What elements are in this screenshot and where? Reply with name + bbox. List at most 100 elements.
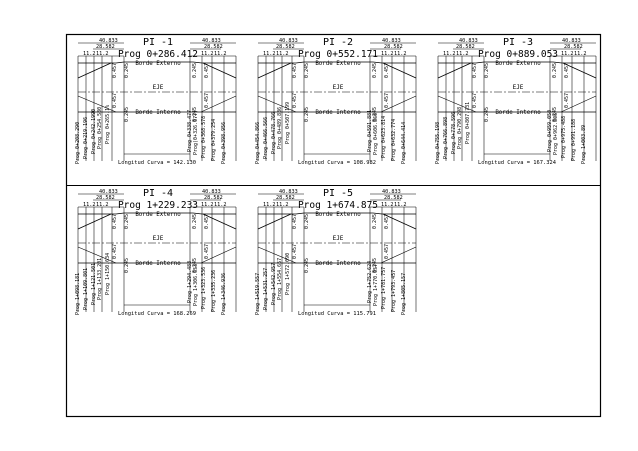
dim-sub-right-a: 11.2 [201,202,214,208]
station-prog-right: Prog 0+379.254 [211,119,217,161]
station-prog-right: Prog 0+959.050 [547,110,553,152]
dim-sub-left-a: 11.2 [263,51,276,57]
tick-lower-right: 0.245 [372,258,378,273]
dim-inner-right: 28.582 [384,195,403,201]
tick-lower-left: 0.245 [304,258,310,273]
label-borde-interno: Borde Interno [315,110,361,116]
tick-big-lr: 0.457 [384,93,390,108]
dim-sub-right-a: 11.2 [381,202,394,208]
label-eje: EJE [333,84,344,91]
station-prog-left: Prog 1+121.501 [91,263,97,305]
station-prog-left: Prog 1+542.957 [271,263,277,305]
station-prog-left: Prog 1+519.557 [255,273,261,315]
dim-sub-left-a: 11.2 [83,202,96,208]
station-prog-right: Prog 1+003.89 [581,125,587,164]
tick-lower-left: 0.245 [484,107,490,122]
curve-length-label: Longitud Curva = 115.791 [298,311,376,317]
dim-lines-right [190,193,236,208]
inner-edge-transition [257,246,417,264]
label-eje: EJE [513,84,524,91]
tick-lower-left: 0.245 [124,258,130,273]
label-borde-externo: Borde Externo [315,212,361,218]
dim-sub-left-b: 11.2 [276,202,289,208]
curve-length-label: Longitud Curva = 168.269 [118,311,196,317]
dim-outer-left: 40.833 [279,189,298,195]
inner-edge-transition [257,95,417,113]
dim-sub-right-b: 11.2 [574,51,587,57]
station-prog-right: Prog 0+338.477 [187,110,193,152]
station-prog-left: Prog 0+807.731 [465,102,471,144]
station-prog-right: Prog 1+805.157 [401,273,407,315]
dim-sub-left-b: 11.2 [96,202,109,208]
dim-sub-right-b: 11.2 [214,202,227,208]
station-prog-right: Prog 0+398.956 [221,122,227,164]
label-eje: EJE [333,235,344,242]
station-prog-right: Prog 1+294.483 [187,261,193,303]
dim-outer-right: 40.833 [382,189,401,195]
dim-outer-left: 40.833 [279,38,298,44]
dim-lines-left [438,42,484,57]
dim-outer-right: 40.833 [382,38,401,44]
dim-outer-right: 40.833 [202,189,221,195]
tick-upper-left: 0.245 [304,63,310,78]
panel-prog: Prog 1+674.875 [298,200,378,211]
panel-title: PI -1 [143,37,173,48]
tick-upper-right: 0.245 [192,214,198,229]
station-prog-left: Prog 1+572.090 [285,253,291,295]
outer-edge-transition [257,213,417,230]
station-prog-right: Prog 1+346.936 [221,273,227,315]
tick-big-ur: 0.457 [564,63,570,78]
tick-big-ul: 0.457 [292,214,298,229]
tick-big-ul: 0.457 [112,214,118,229]
station-prog-left: Prog 0+507.199 [285,102,291,144]
dim-lines-right [370,193,416,208]
station-prog-right: Prog 0+644.414 [401,122,407,164]
inner-edge-transition [77,95,237,113]
tick-big-ur: 0.457 [384,214,390,229]
tick-big-ur: 0.457 [384,63,390,78]
panel-prog: Prog 0+286.412 [118,49,198,60]
dim-sub-right-a: 11.2 [561,51,574,57]
tick-big-ll: 0.457 [472,93,478,108]
station-prog-left: Prog 0+254.580 [97,107,103,149]
outer-edge-transition [77,62,237,79]
dim-lines-right [190,42,236,57]
station-prog-right: Prog 1+323.536 [201,267,207,309]
dim-lines-right [550,42,596,57]
tick-lower-right: 0.245 [192,258,198,273]
label-borde-externo: Borde Externo [135,212,181,218]
station-prog-left: Prog 0+219.196 [83,117,89,159]
dim-inner-right: 28.582 [204,195,223,201]
dim-inner-left: 28.582 [276,44,295,50]
panel-title: PI -5 [323,188,353,199]
panel-prog: Prog 1+229.233 [118,200,198,211]
dim-sub-left-b: 11.2 [456,51,469,57]
station-prog-right: Prog 0+975.488 [561,116,567,158]
dim-sub-left-a: 11.2 [263,202,276,208]
dim-lines-left [78,42,124,57]
station-prog-left: Prog 1+098.181 [75,273,81,315]
dim-inner-left: 28.582 [96,44,115,50]
station-prog-left: Prog 1+109.801 [83,268,89,310]
dim-lines-right [370,42,416,57]
tick-lower-right: 0.245 [372,107,378,122]
tick-lower-right: 0.245 [192,107,198,122]
station-prog-right: Prog 1+335.236 [211,270,217,312]
station-prog-right: Prog 0+606.860 [373,113,379,155]
station-prog-left: Prog 0+790.298 [457,107,463,149]
panel-title: PI -3 [503,37,533,48]
tick-big-ll: 0.457 [292,93,298,108]
station-prog-right: Prog 0+623.814 [381,116,387,158]
station-prog-left: Prog 1+133.201 [97,258,103,300]
station-prog-right: Prog 0+962.805 [553,113,559,155]
tick-big-ll: 0.457 [292,244,298,259]
label-eje: EJE [153,84,164,91]
station-prog-right: Prog 1+793.457 [391,270,397,312]
dim-sub-left-b: 11.2 [276,51,289,57]
tick-big-lr: 0.457 [384,244,390,259]
label-borde-externo: Borde Externo [495,61,541,67]
tick-lower-left: 0.245 [304,107,310,122]
